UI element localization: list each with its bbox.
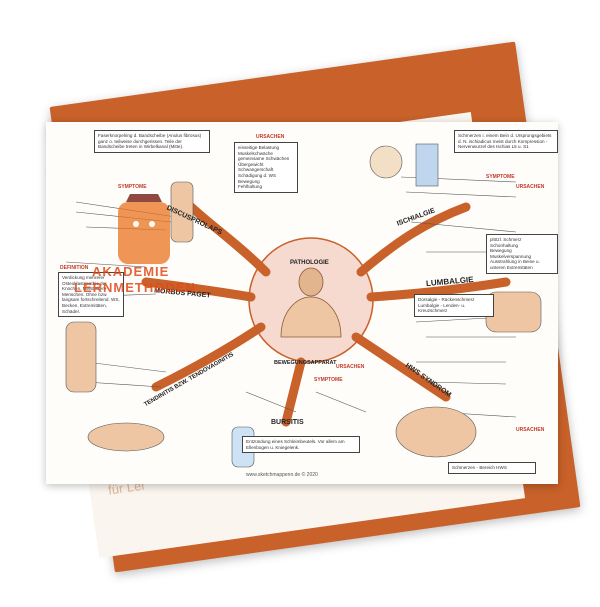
watermark-robot [118,202,170,264]
back-illustration [486,292,541,332]
label-symptome-2: SYMPTOME [486,174,515,180]
footer-copyright: www.sketchmappenn.de © 2020 [246,472,318,478]
label-ursachen-3: URSACHEN [336,364,364,370]
spine-illustration [416,144,438,186]
branch-label-bursitis: BURSITIS [271,419,304,426]
watermark-line1: AKADEMIE [92,264,169,279]
hws-note-box: Schmerzen - Bereich HWS [448,462,536,474]
ursachen-item: Fehlhaltung [238,184,294,190]
legs-illustration [66,322,96,392]
symptom-item: Ausstrahlung in Beine u. unteren Extremi… [490,259,554,270]
label-ursachen-2: URSACHEN [516,184,544,190]
branch-tendinitis [156,327,261,387]
bursitis-note-box: Entzündung eines Schleimbeutels. Vor all… [242,436,360,453]
ursachen-item: gemeinsame Schwächen [238,156,294,162]
neck-illustration [396,407,476,457]
label-ursachen-1: URSACHEN [256,134,284,140]
branch-discusprolaps [186,202,266,272]
ischialgie-info-box: Schmerzen i. einem Bein d. Ursprungsgebi… [454,130,558,153]
center-title: PATHOLOGIE [290,260,329,266]
disc-illustration [370,146,402,178]
discusprolaps-definition-box: Faserknorpelring d. Bandscheibe (Anulus … [94,130,210,153]
label-ursachen-4: URSACHEN [516,427,544,433]
head-figure [299,268,323,296]
watermark-line2: LERNMETHODEN [74,280,196,295]
mindmap-sheet: PATHOLOGIE BEWEGUNGSAPPARAT DISCUSPROLAP… [46,122,558,484]
branch-bursitis [286,362,301,422]
label-definition: DEFINITION [60,265,88,271]
label-symptome-3: SYMPTOME [314,377,343,383]
ursachen-box: einseitige Belastung Muskelschwäche geme… [234,142,298,193]
center-subtitle: BEWEGUNGSAPPARAT [274,360,336,366]
hand-illustration [88,423,164,451]
lumbalgie-symptome-box: plötzl. Schmerz Schonhaltung Bewegung Mu… [486,234,558,274]
lumbalgie-note-box: Dorsalgie - Rückenschmerz Lumbalgie - Le… [414,294,494,317]
label-symptome-1: SYMPTOME [118,184,147,190]
